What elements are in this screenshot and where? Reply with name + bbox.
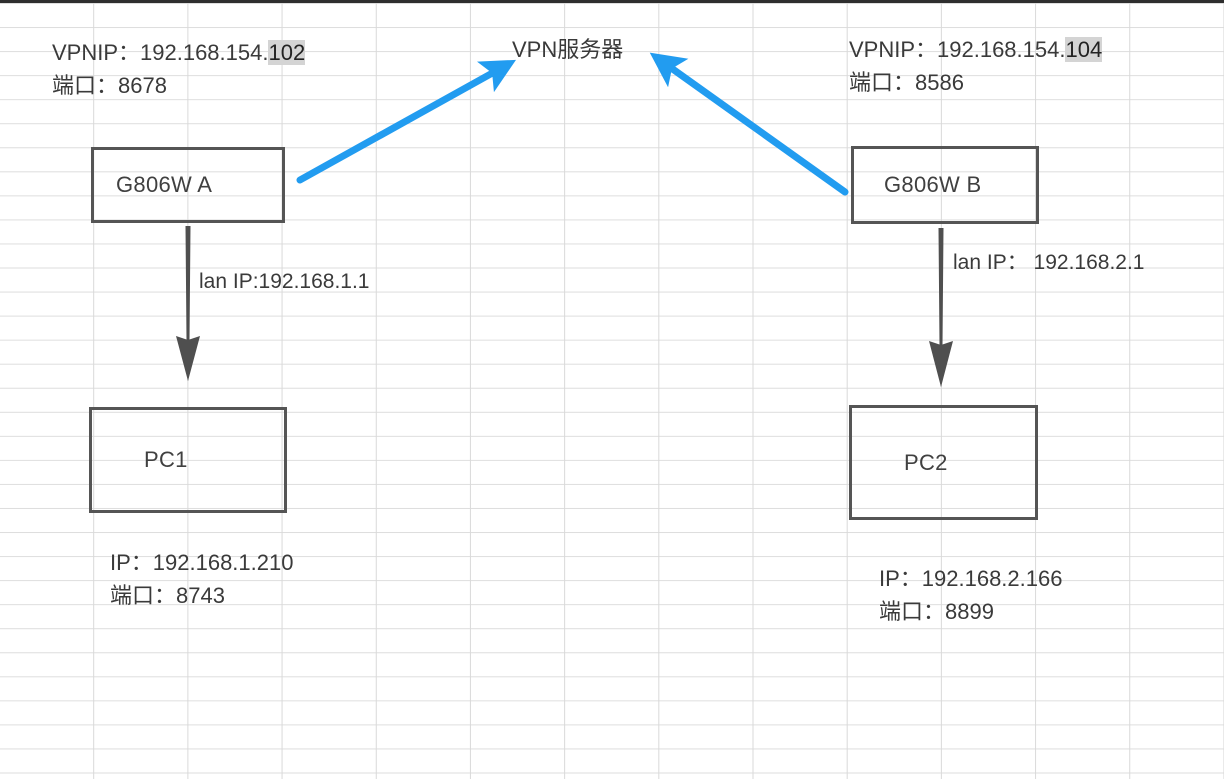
right-vpn-info: VPNIP：192.168.154.104 端口：8586	[849, 33, 1103, 99]
left-pc-port-line: 端口：8743	[110, 583, 225, 608]
lan-label-right-line1: lan IP：	[953, 251, 1028, 274]
left-vpnip-line: VPNIP：192.168.154.102	[52, 36, 306, 69]
pc-label-right: PC2	[904, 449, 948, 475]
left-port-line: 端口：8678	[52, 73, 167, 98]
right-pc-info: IP：192.168.2.166 端口：8899	[879, 562, 1062, 628]
router-label-left: G806W A	[116, 172, 213, 197]
left-vpnip-suffix-highlighted: 102	[268, 40, 306, 65]
lan-label-left: lan IP:192.168.1.1	[199, 266, 369, 298]
right-vpnip-suffix-highlighted: 104	[1065, 37, 1103, 62]
lan-label-right-line2: 192.168.2.1	[1033, 251, 1145, 274]
right-vpnip-line: VPNIP：192.168.154.104	[849, 33, 1103, 66]
pc-box-right[interactable]: PC2	[849, 405, 1038, 520]
pc-box-left[interactable]: PC1	[89, 407, 287, 513]
lan-label-right: lan IP： 192.168.2.1	[953, 247, 1144, 279]
right-port-line: 端口：8586	[849, 70, 964, 95]
router-box-left[interactable]: G806W A	[91, 147, 285, 223]
right-pc-ip-line: IP：192.168.2.166	[879, 566, 1063, 591]
lan-arrow-left	[176, 226, 200, 381]
right-vpnip-prefix: VPNIP：192.168.154.	[849, 37, 1066, 62]
vpn-arrow-left	[296, 59, 517, 184]
lan-arrow-right	[929, 228, 953, 387]
left-pc-info: IP：192.168.1.210 端口：8743	[110, 546, 293, 612]
lan-label-left-line1: lan IP:192.168.1.1	[199, 270, 370, 293]
top-border-rule	[0, 0, 1224, 3]
right-pc-port-line: 端口：8899	[879, 599, 994, 624]
left-vpn-info: VPNIP：192.168.154.102 端口：8678	[52, 36, 306, 102]
vpn-server-label: VPN服务器	[512, 37, 624, 62]
left-pc-ip-line: IP：192.168.1.210	[110, 550, 294, 575]
vpn-arrow-right	[649, 52, 849, 196]
left-vpnip-prefix: VPNIP：192.168.154.	[52, 40, 269, 65]
pc-label-left: PC1	[144, 447, 188, 472]
router-label-right: G806W B	[884, 172, 982, 197]
router-box-right[interactable]: G806W B	[851, 146, 1039, 224]
